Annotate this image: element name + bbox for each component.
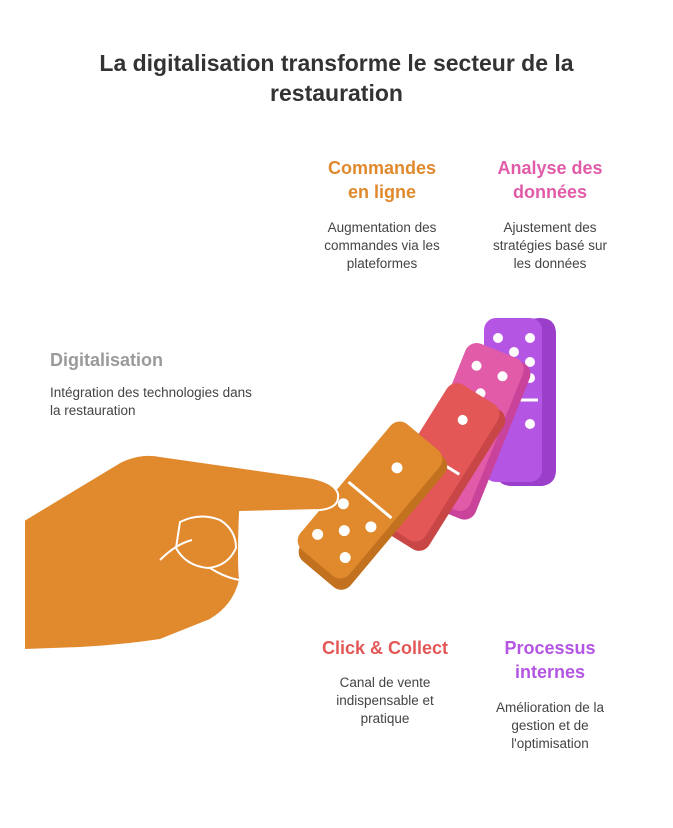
analyse-label: Analyse des données [470, 156, 630, 204]
analyse-description: Ajustement des stratégies basé sur les d… [470, 219, 630, 273]
desc-line: Amélioration de la [495, 700, 605, 715]
desc-line: plateformes [346, 256, 418, 271]
desc-line: indispensable et [336, 693, 434, 708]
digitalisation-label: Digitalisation [50, 350, 164, 370]
hand-illustration [23, 453, 340, 652]
desc-line: stratégies basé sur [492, 238, 608, 253]
desc-line: Augmentation des [327, 220, 437, 235]
label-line: internes [514, 662, 586, 682]
processus-label: Processus internes [470, 636, 630, 684]
click-collect-label: Click & Collect [321, 638, 449, 658]
label-line: en ligne [347, 182, 416, 202]
label-line: Processus [504, 638, 596, 658]
page-title: La digitalisation transforme le secteur … [99, 50, 574, 106]
digitalisation-description: Intégration des technologies dans la res… [50, 384, 290, 420]
domino-orange [297, 421, 448, 590]
click-collect-description: Canal de vente indispensable et pratique [300, 674, 470, 728]
desc-line: commandes via les [324, 238, 440, 253]
commandes-description: Augmentation des commandes via les plate… [302, 219, 462, 273]
label-line: Analyse des [497, 158, 603, 178]
label-line: données [512, 182, 587, 202]
desc-line: gestion et de [511, 718, 589, 733]
desc-line: Intégration des technologies dans [50, 385, 252, 400]
desc-line: l'optimisation [511, 736, 589, 751]
desc-line: Canal de vente [339, 675, 431, 690]
desc-line: pratique [360, 711, 410, 726]
desc-line: les données [513, 256, 587, 271]
commandes-label: Commandes en ligne [302, 156, 462, 204]
processus-description: Amélioration de la gestion et de l'optim… [470, 699, 630, 753]
desc-line: la restauration [50, 403, 136, 418]
desc-line: Ajustement des [503, 220, 597, 235]
label-line: Commandes [327, 158, 437, 178]
